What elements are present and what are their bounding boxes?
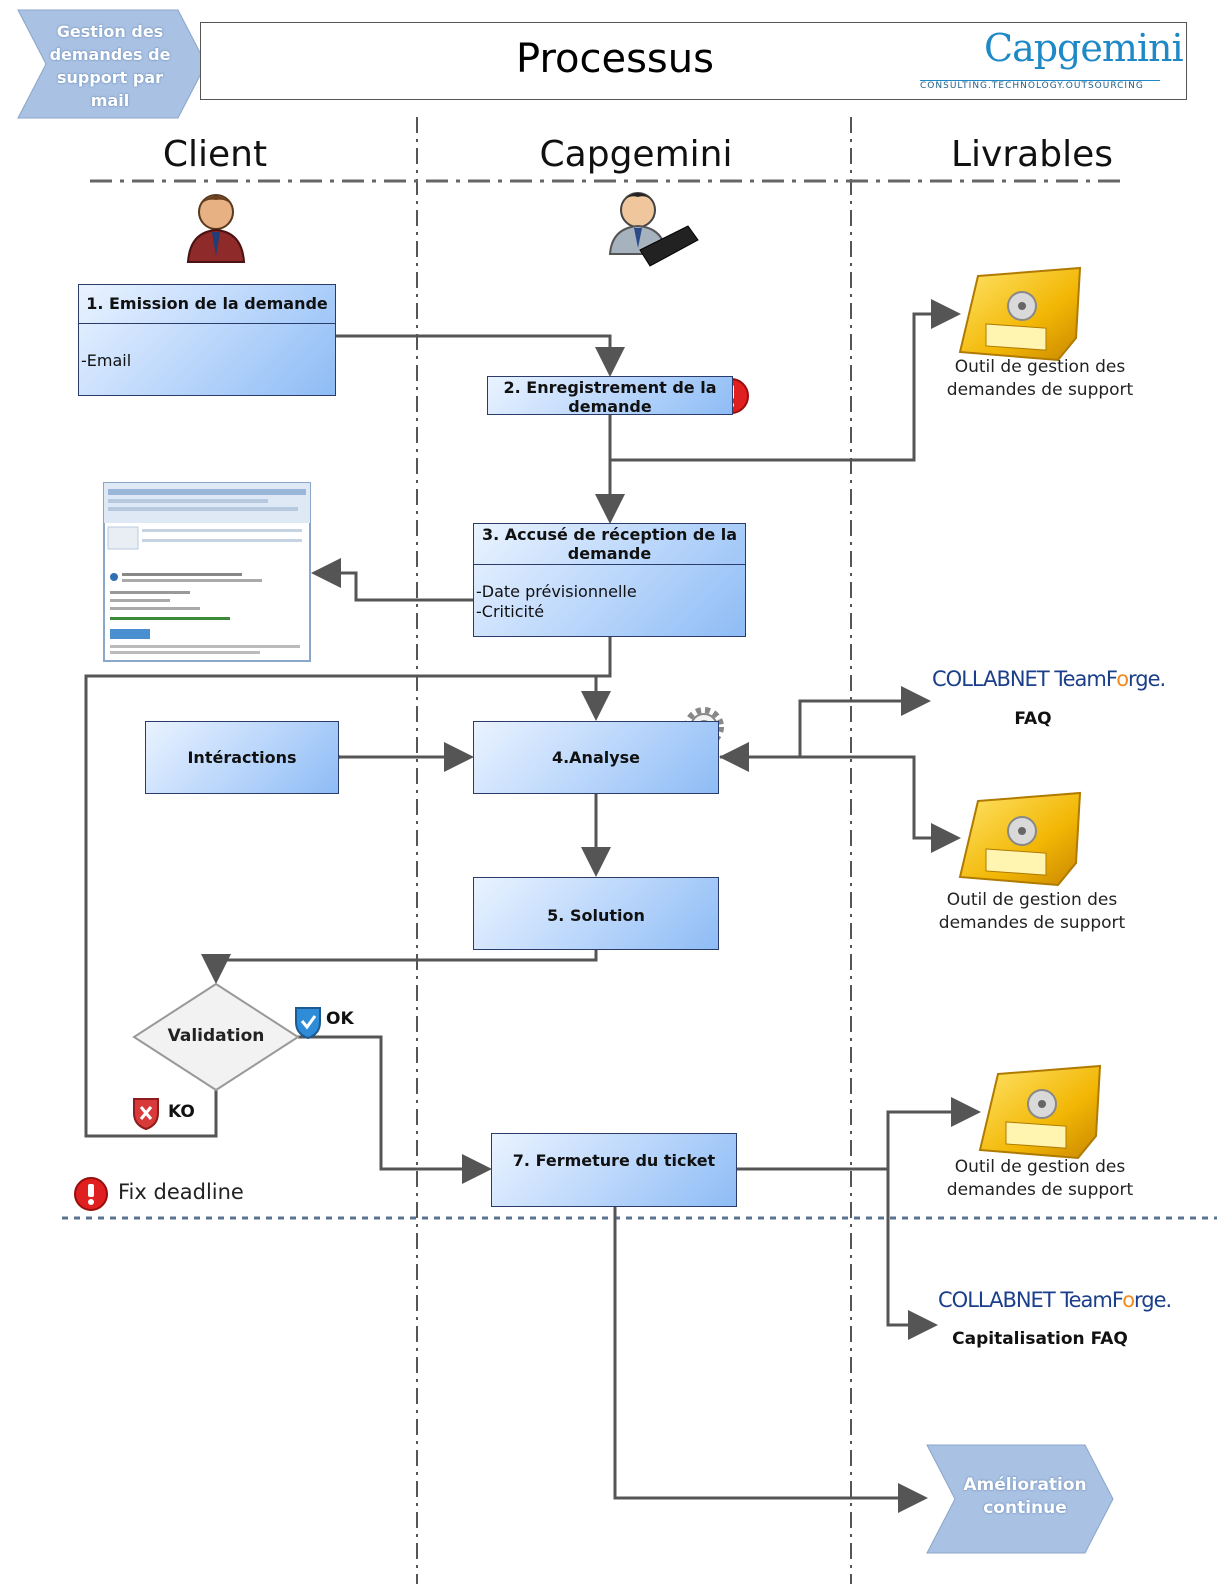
process-badge-line: support par <box>56 68 164 87</box>
capgemini-logo: Capgemini <box>984 26 1184 70</box>
column-header-client: Client <box>162 134 268 175</box>
deliverable-tool-label: Outil de gestion des demandes de support <box>940 356 1140 402</box>
improvement-badge-line: continue <box>983 1498 1067 1518</box>
improvement-badge-line: Amélioration <box>963 1475 1087 1495</box>
teamforge-wordmark-a: TeamF <box>1060 1288 1123 1312</box>
interactions-box: Intéractions <box>145 721 339 794</box>
ok-label: OK <box>326 1009 354 1029</box>
collabnet-teamforge-logo: COLLABNET TeamForge. <box>932 667 1166 691</box>
alert-icon <box>74 1177 108 1211</box>
step-7-box: 7. Fermeture du ticket <box>491 1133 737 1207</box>
step-5-title: 5. Solution <box>547 906 645 925</box>
capgemini-tagline: CONSULTING.TECHNOLOGY.OUTSOURCING <box>920 80 1160 91</box>
arrow-3-to-email <box>311 558 473 602</box>
ok-shield-icon <box>295 1007 321 1040</box>
step-3-detail: -Criticité <box>476 602 545 621</box>
client-person-icon <box>186 194 246 263</box>
arrow-4-to-tool2 <box>912 800 961 853</box>
floppy-disk-icon <box>958 266 1082 362</box>
validation-diamond <box>132 982 300 1092</box>
deliverable-tool-line: demandes de support <box>938 913 1126 933</box>
email-screenshot-thumbnail <box>103 482 311 662</box>
improvement-badge: Amélioration continue <box>955 1474 1095 1520</box>
teamforge-wordmark-b: rge. <box>1128 667 1166 691</box>
collabnet-wordmark: COLLABNET <box>932 667 1050 691</box>
arrow-3-to-4 <box>581 637 612 721</box>
step-1-title: 1. Emission de la demande <box>86 294 328 313</box>
floppy-disk-icon <box>978 1064 1102 1160</box>
validation-label: Validation <box>167 1026 265 1046</box>
column-header-capgemini: Capgemini <box>539 134 733 175</box>
arrow-tool-to-4 <box>719 742 916 835</box>
step-7-title: 7. Fermeture du ticket <box>512 1151 716 1170</box>
ko-shield-icon <box>133 1098 159 1131</box>
deliverable-tool-line: Outil de gestion des <box>946 890 1118 910</box>
process-badge-shape <box>17 9 207 119</box>
legend-fix-deadline: Fix deadline <box>118 1180 244 1204</box>
improvement-badge-shape <box>926 1444 1114 1554</box>
step-2-title-line: 2. Enregistrement de la <box>503 378 717 397</box>
arrow-7-to-improvement <box>613 1207 928 1513</box>
arrow-ok-to-7 <box>298 1035 492 1184</box>
support-agent-icon <box>608 192 699 267</box>
process-badge-line: mail <box>90 91 130 110</box>
process-badge-line: Gestion des <box>56 22 164 41</box>
step-3-title-line: demande <box>567 544 652 563</box>
deliverable-tool-line: Outil de gestion des <box>954 1157 1126 1177</box>
teamforge-wordmark-o: o <box>1122 1288 1135 1312</box>
arrow-to-capitalisation <box>886 1169 938 1340</box>
arrow-4-to-faq <box>720 686 931 759</box>
step-3-separator <box>474 564 745 565</box>
process-badge: Gestion des demandes de support par mail <box>40 20 180 112</box>
faq-label: FAQ <box>1014 709 1052 729</box>
arrow-2-to-tool <box>610 299 961 462</box>
teamforge-wordmark-b: rge. <box>1134 1288 1172 1312</box>
teamforge-wordmark-o: o <box>1116 667 1129 691</box>
step-1-detail: -Email <box>81 351 132 370</box>
arrow-5-to-validation <box>201 950 598 984</box>
step-3-box: 3. Accusé de réception de la demande -Da… <box>473 523 746 637</box>
column-header-livrables: Livrables <box>951 134 1113 175</box>
step-3-detail: -Date prévisionnelle <box>476 582 637 601</box>
collabnet-teamforge-logo: COLLABNET TeamForge. <box>938 1288 1172 1312</box>
deliverable-tool-label: Outil de gestion des demandes de support <box>940 1156 1140 1202</box>
capitalisation-faq-label: Capitalisation FAQ <box>952 1329 1128 1349</box>
step-4-title: 4.Analyse <box>551 748 641 767</box>
arrow-to-tool3 <box>886 1097 981 1169</box>
step-3-title-line: 3. Accusé de réception de la <box>481 525 738 544</box>
teamforge-wordmark-a: TeamF <box>1054 667 1117 691</box>
collabnet-wordmark: COLLABNET <box>938 1288 1056 1312</box>
step-1-separator <box>79 323 335 324</box>
step-5-box: 5. Solution <box>473 877 719 950</box>
arrow-1-to-2 <box>336 334 625 377</box>
page-title: Processus <box>516 36 714 82</box>
step-2-title-line: demande <box>568 397 652 416</box>
deliverable-tool-label: Outil de gestion des demandes de support <box>932 889 1132 935</box>
step-2-box: 2. Enregistrement de la demande <box>487 376 733 416</box>
ko-label: KO <box>168 1102 195 1122</box>
floppy-disk-icon <box>958 791 1082 887</box>
step-4-box: 4.Analyse <box>473 721 719 794</box>
arrow-ko-loop <box>84 674 596 1138</box>
step-1-box: 1. Emission de la demande -Email <box>78 284 336 396</box>
deliverable-tool-line: Outil de gestion des <box>954 357 1126 377</box>
header-bar <box>200 22 1187 100</box>
deliverable-tool-line: demandes de support <box>946 380 1134 400</box>
process-badge-line: demandes de <box>49 45 171 64</box>
deliverable-tool-line: demandes de support <box>946 1180 1134 1200</box>
interactions-title: Intéractions <box>187 748 297 767</box>
